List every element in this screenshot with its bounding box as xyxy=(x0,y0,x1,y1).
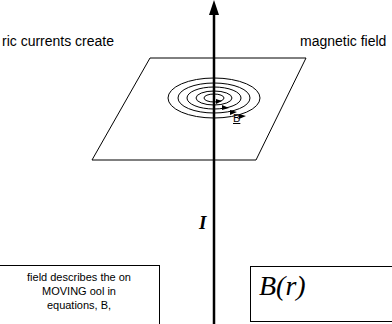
text-box: field describes the on MOVING ool in equ… xyxy=(0,265,160,324)
current-label: I xyxy=(199,212,206,234)
current-wire xyxy=(213,14,216,324)
current-arrowhead xyxy=(209,0,219,15)
caption-fragment: ric currents create xyxy=(2,33,114,49)
box-text: field describes the on MOVING ool in equ… xyxy=(18,270,140,312)
caption-fragment: magnetic field xyxy=(300,33,386,49)
plane xyxy=(92,58,306,160)
field-label: B xyxy=(233,112,240,124)
text-box: B(r) xyxy=(250,266,392,322)
box-text: B(r) xyxy=(259,269,391,303)
field-arrowheads xyxy=(216,99,246,119)
